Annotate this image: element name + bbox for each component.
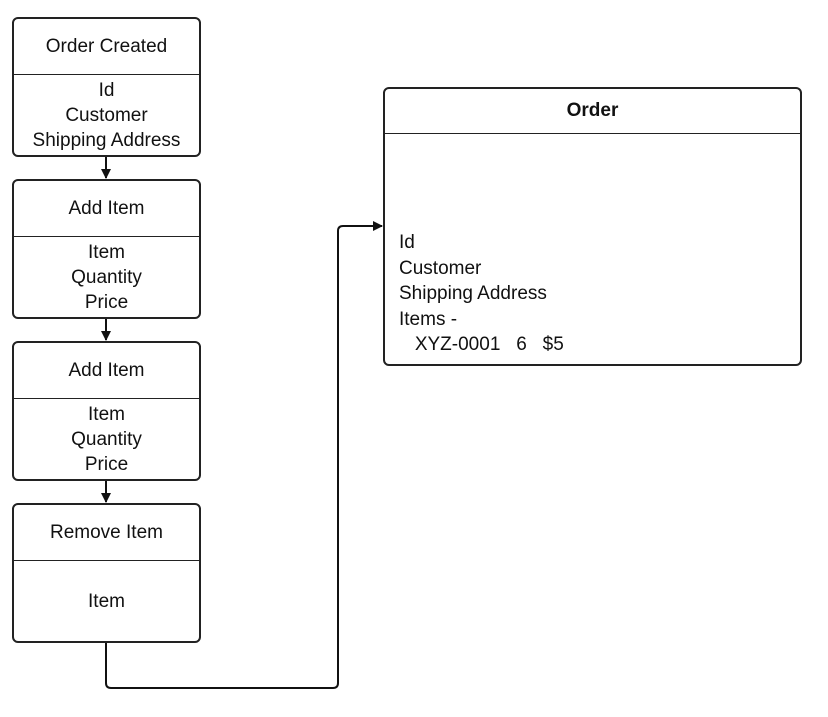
event-title: Remove Item [14,505,199,561]
order-line: Shipping Address [399,283,547,304]
event-title: Add Item [14,343,199,399]
event-field: Price [84,291,129,313]
event-field: Quantity [71,266,142,288]
order-aggregate: Order Id Customer Shipping Address Items… [383,87,802,366]
order-title: Order [385,89,800,134]
event-fields: Item Quantity Price [14,399,199,479]
order-line: XYZ-0001 6 $5 [399,334,564,355]
event-fields: Item Quantity Price [14,237,199,317]
event-field: Customer [65,104,148,126]
event-field: Item [88,403,125,425]
event-fields: Id Customer Shipping Address [14,75,199,155]
event-field: Quantity [71,428,142,450]
arrow-to-order [105,221,383,689]
event-order-created: Order Created Id Customer Shipping Addre… [12,17,201,157]
event-title: Order Created [14,19,199,75]
order-line: Customer [399,257,482,279]
event-field: Price [84,453,129,475]
event-remove-item: Remove Item Item [12,503,201,643]
event-field: Id [98,79,115,101]
order-state: Id Customer Shipping Address Items - XYZ… [385,134,800,358]
event-field: Item [88,241,125,263]
event-title: Add Item [14,181,199,237]
order-line: Items - [399,308,458,330]
event-fields: Item [14,561,199,641]
event-add-item: Add Item Item Quantity Price [12,179,201,319]
event-field: Item [88,590,125,612]
event-field: Shipping Address [32,129,181,151]
order-line: Id [399,232,415,253]
event-add-item: Add Item Item Quantity Price [12,341,201,481]
